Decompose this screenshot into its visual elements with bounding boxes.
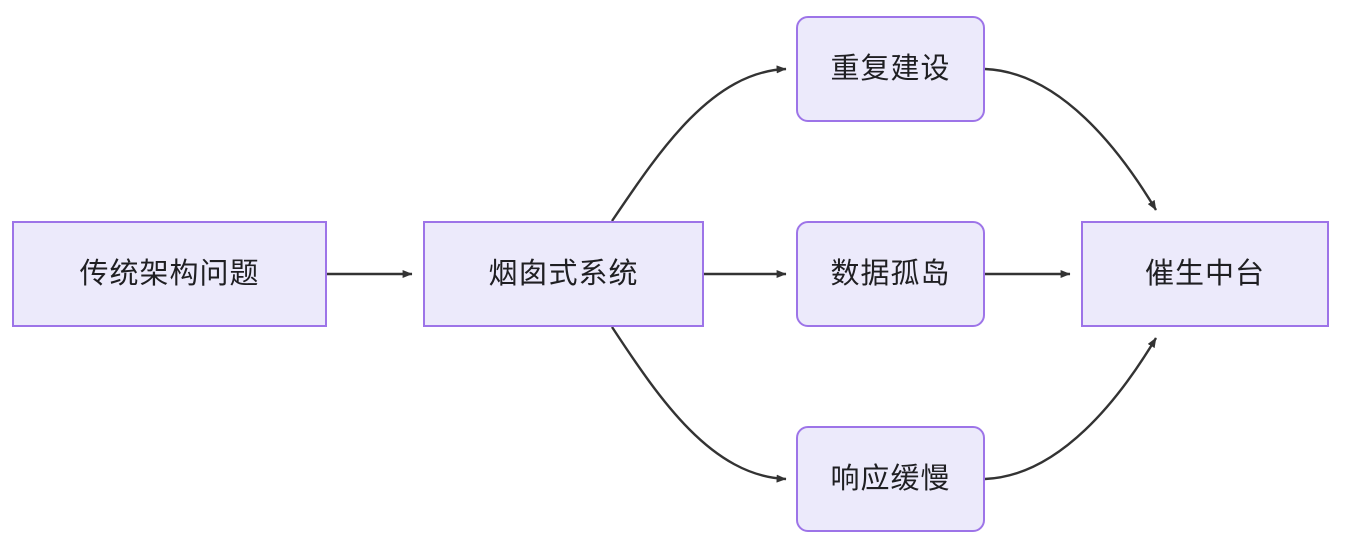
- node-data-island[interactable]: 数据孤岛: [796, 221, 985, 327]
- node-slow-response[interactable]: 响应缓慢: [796, 426, 985, 532]
- edge-silo-to-duplicate-build: [611, 65, 787, 222]
- node-label: 烟囱式系统: [488, 257, 639, 290]
- node-traditional-architecture-problem[interactable]: 传统架构问题: [12, 221, 327, 327]
- node-midplatform-emergence[interactable]: 催生中台: [1081, 221, 1329, 327]
- node-label: 响应缓慢: [830, 462, 951, 495]
- node-label: 数据孤岛: [830, 257, 951, 290]
- node-silo-system[interactable]: 烟囱式系统: [423, 221, 704, 327]
- node-duplicate-construction[interactable]: 重复建设: [796, 16, 985, 122]
- node-label: 重复建设: [830, 52, 951, 85]
- edge-duplicate-build-to-midplatform: [984, 67, 1158, 211]
- node-label: 催生中台: [1144, 257, 1265, 290]
- edge-slow-response-to-midplatform: [984, 337, 1158, 481]
- node-label: 传统架构问题: [79, 257, 260, 290]
- edge-silo-to-slow-response: [610, 326, 787, 483]
